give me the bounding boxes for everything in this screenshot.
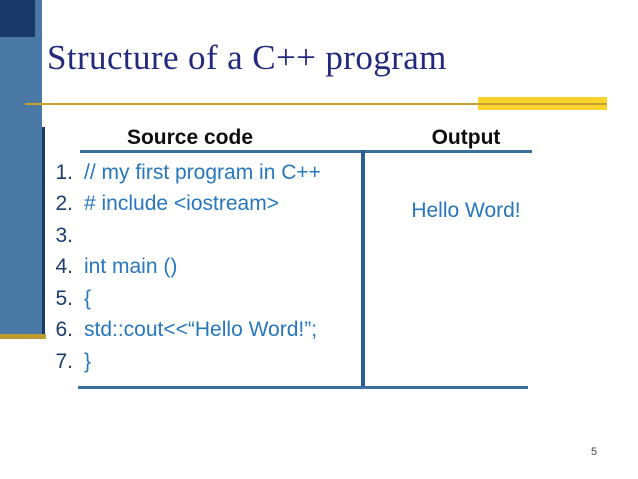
code-text: {: [84, 286, 92, 310]
code-text: int main (): [84, 255, 178, 279]
title-rule: [25, 103, 607, 105]
sidebar-right-border: [42, 127, 45, 334]
line-number: 2.: [55, 192, 73, 216]
header-underline: [80, 150, 532, 153]
code-list: 1. // my first program in C++ 2. # inclu…: [48, 157, 321, 378]
line-number: 5.: [55, 286, 73, 310]
line-number: 1.: [55, 160, 73, 184]
slide-title: Structure of a C++ program: [47, 38, 447, 77]
column-divider: [361, 150, 365, 389]
column-header-output: Output: [431, 126, 501, 149]
code-line: 6. std::cout<<“Hello Word!”;: [48, 315, 321, 347]
code-line: 3.: [48, 220, 321, 252]
code-line: 5. {: [48, 283, 321, 315]
line-number: 6.: [55, 318, 73, 342]
code-text: # include <iostream>: [84, 192, 279, 216]
sidebar-gold-underline: [0, 334, 46, 339]
code-text: // my first program in C++: [84, 160, 321, 184]
line-number: 7.: [55, 349, 73, 373]
program-output-text: Hello Word!: [411, 199, 521, 222]
code-line: 2. # include <iostream>: [48, 189, 321, 221]
line-number: 4.: [55, 255, 73, 279]
sidebar-corner-square: [0, 0, 35, 37]
sidebar-bar: [0, 0, 42, 334]
code-text: }: [84, 349, 92, 373]
line-number: 3.: [55, 223, 73, 247]
code-line: 7. }: [48, 346, 321, 378]
page-number: 5: [590, 446, 598, 458]
code-line: 4. int main (): [48, 252, 321, 284]
code-text: std::cout<<“Hello Word!”;: [84, 318, 318, 342]
table-bottom-rule: [78, 386, 528, 389]
column-header-source: Source code: [126, 126, 254, 149]
code-line: 1. // my first program in C++: [48, 157, 321, 189]
